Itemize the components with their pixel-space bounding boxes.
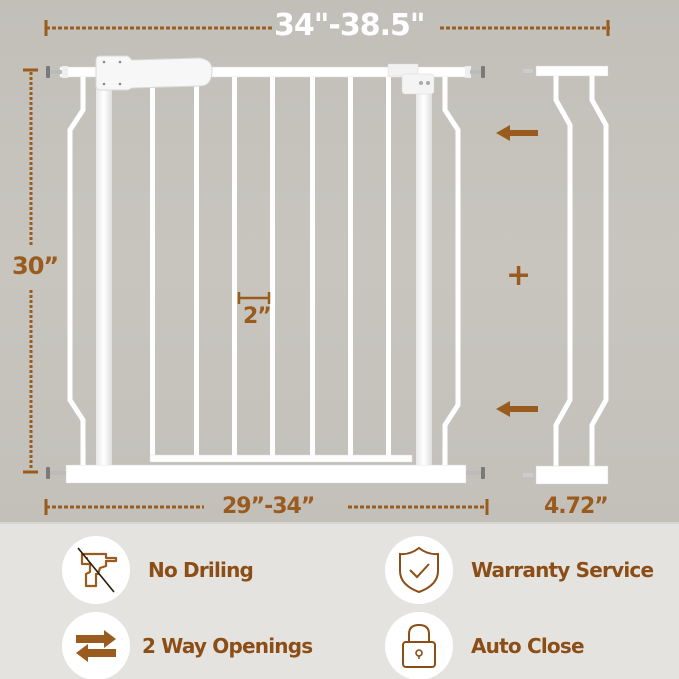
- two-way-arrows-icon: [76, 630, 116, 662]
- baby-gate-illustration: [44, 55, 609, 515]
- extension-width-label: 4.72”: [544, 494, 609, 519]
- feature-two-way-openings: 2 Way Openings: [62, 612, 313, 679]
- feature-label: Warranty Service: [471, 558, 654, 582]
- feature-label: 2 Way Openings: [142, 634, 313, 658]
- feature-icon-circle: [385, 536, 453, 604]
- feature-warranty-service: Warranty Service: [385, 536, 654, 604]
- arrow-left-icon: [496, 125, 538, 141]
- features-panel: No Driling Warranty Service 2 Way Openin…: [0, 522, 679, 679]
- feature-label: Auto Close: [471, 634, 585, 658]
- feature-icon-circle: [385, 612, 453, 679]
- no-drill-icon: [77, 547, 118, 593]
- feature-label: No Driling: [148, 558, 254, 582]
- shield-check-icon: [399, 546, 439, 594]
- bar-spacing-label: 2”: [243, 304, 272, 329]
- feature-no-drilling: No Driling: [62, 536, 254, 604]
- gate-width-label: 29”-34”: [222, 494, 315, 519]
- padlock-icon: [402, 623, 436, 668]
- feature-icon-circle: [62, 536, 130, 604]
- overall-width-label: 34"-38.5": [274, 8, 425, 43]
- feature-icon-circle: [62, 612, 130, 679]
- product-illustration-area: 34"-38.5" 30”: [0, 0, 679, 522]
- height-dimension-line: [23, 68, 38, 474]
- overall-width-dimension-line: [44, 20, 610, 36]
- feature-auto-close: Auto Close: [385, 612, 585, 679]
- arrow-left-icon: [496, 401, 538, 417]
- plus-symbol: +: [506, 258, 532, 293]
- height-label: 30”: [12, 252, 59, 280]
